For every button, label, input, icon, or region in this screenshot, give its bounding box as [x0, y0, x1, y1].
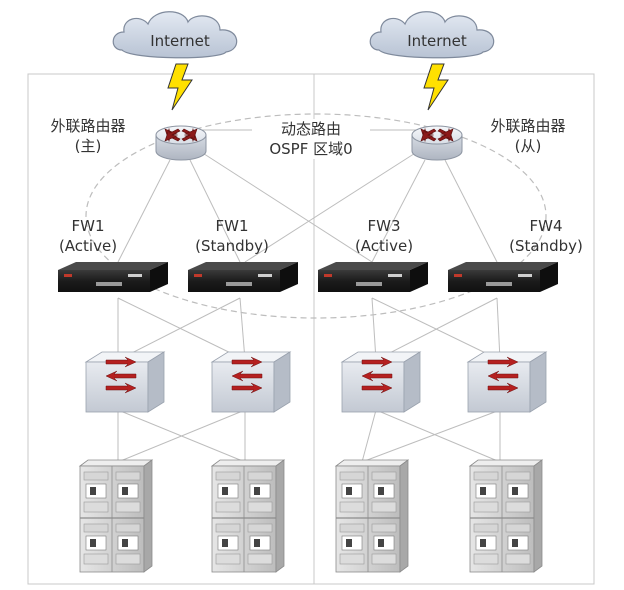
- ospf-label-line2: OSPF 区域0: [252, 139, 370, 159]
- firewall-fw2-icon: [188, 262, 298, 292]
- ospf-label-line1: 动态路由: [252, 119, 370, 139]
- fw4-state: (Standby): [509, 237, 583, 255]
- internet-cloud-right: [369, 11, 495, 59]
- switch-left-1-icon: [84, 351, 166, 413]
- firewall-fw4-icon: [448, 262, 558, 292]
- internet-cloud-left: [112, 11, 238, 59]
- fw2-state: (Standby): [195, 237, 269, 255]
- site-frame-right: [313, 73, 595, 585]
- firewall-fw1-icon: [58, 262, 168, 292]
- cloud-label-right: Internet: [407, 32, 467, 50]
- lightning-bolt-left-icon: [167, 63, 193, 111]
- ospf-area-ellipse: [85, 113, 547, 319]
- router-left-icon: [155, 125, 207, 161]
- lightning-bolt-right-icon: [423, 63, 449, 111]
- fw1-name: FW1: [71, 217, 105, 235]
- fw3-state: (Active): [354, 237, 414, 255]
- server-group: [78, 459, 544, 573]
- router-right-title: 外联路由器: [490, 117, 566, 135]
- server-rack-icon: [210, 459, 286, 573]
- cloud-label-left: Internet: [150, 32, 210, 50]
- fw1-state: (Active): [58, 237, 118, 255]
- fw3-name: FW3: [367, 217, 401, 235]
- server-rack-icon: [78, 459, 154, 573]
- connection-lines: [117, 129, 501, 463]
- firewall-fw3-icon: [318, 262, 428, 292]
- switch-right-1-icon: [340, 351, 422, 413]
- switch-left-2-icon: [210, 351, 292, 413]
- fw2-name: FW1: [215, 217, 249, 235]
- switch-right-2-icon: [466, 351, 548, 413]
- fw4-name: FW4: [529, 217, 563, 235]
- router-right-icon: [411, 125, 463, 161]
- router-left-title: 外联路由器: [50, 117, 126, 135]
- router-left-role: (主): [74, 137, 102, 155]
- server-rack-icon: [468, 459, 544, 573]
- router-right-role: (从): [514, 137, 542, 155]
- server-rack-icon: [334, 459, 410, 573]
